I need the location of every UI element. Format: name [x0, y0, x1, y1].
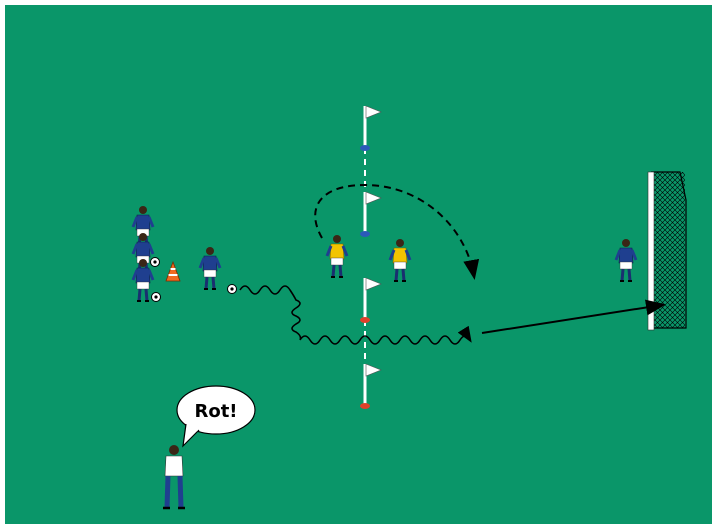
ball-icon: [152, 293, 161, 302]
red-cone-marker: [360, 317, 370, 323]
coach-speech-text: Rot!: [194, 401, 237, 422]
ball-icon: [151, 258, 160, 267]
blue-cone-marker: [360, 231, 370, 237]
blue-cone-marker: [360, 145, 370, 151]
pitch-area: [5, 5, 712, 524]
red-cone-marker: [360, 403, 370, 409]
ball-icon: [228, 285, 237, 294]
